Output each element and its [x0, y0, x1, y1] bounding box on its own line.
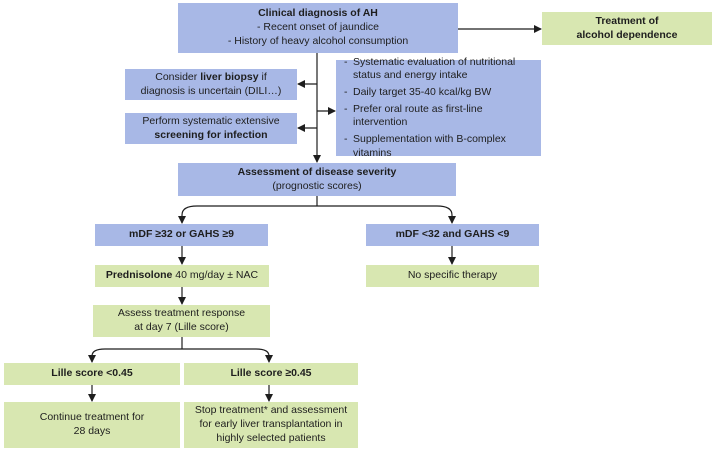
nutrition-item: Systematic evaluation of nutritional sta… [344, 56, 533, 83]
prednisolone-dose-text: 40 mg/day ± NAC [172, 269, 259, 282]
lille-branch-left [88, 348, 182, 363]
stop-treatment-line-3: highly selected patients [216, 431, 326, 444]
alcohol-treatment-line-1: Treatment of [595, 14, 659, 27]
diagnosis-criterion: - Recent onset of jaundice [257, 21, 379, 34]
lille-low-label: Lille score <0.45 [51, 367, 133, 380]
stop-treatment-line-1: Stop treatment* and assessment [194, 404, 348, 417]
clinical-diagnosis-title: Clinical diagnosis of AH [258, 7, 378, 20]
continue-treatment-box: Continue treatment for 28 days [4, 402, 180, 448]
severity-branch-left [178, 205, 317, 224]
assess-response-box: Assess treatment response at day 7 (Lill… [93, 305, 270, 337]
no-therapy-label: No specific therapy [407, 269, 498, 282]
disease-severity-title: Assessment of disease severity [237, 165, 397, 178]
stop-treatment-line-2: for early liver transplantation in [199, 418, 343, 431]
biopsy-bold-text: liver biopsy [200, 70, 259, 83]
lille-branch-right [182, 348, 273, 363]
prednisolone-box: Prednisolone 40 mg/day ± NAC [95, 265, 269, 287]
nutrition-item: Supplementation with B-complex vitamins [344, 133, 533, 160]
assess-response-line-2: at day 7 (Lille score) [134, 321, 229, 333]
liver-biopsy-box: Consider liver biopsy if diagnosis is un… [125, 69, 297, 100]
nutrition-item: Prefer oral route as first-line interven… [344, 103, 533, 130]
disease-severity-box: Assessment of disease severity (prognost… [178, 163, 456, 196]
disease-severity-subtitle: (prognostic scores) [272, 179, 362, 192]
infection-screening-line-1: Perform systematic extensive [142, 114, 280, 127]
lille-high-label: Lille score ≥0.45 [230, 367, 312, 380]
nutrition-list: Systematic evaluation of nutritional sta… [344, 56, 533, 160]
prednisolone-bold-text: Prednisolone [105, 269, 173, 282]
severe-criteria-box: mDF ≥32 or GAHS ≥9 [95, 224, 268, 246]
lille-low-box: Lille score <0.45 [4, 363, 180, 385]
continue-treatment-line-1: Continue treatment for [39, 411, 145, 424]
biopsy-pre-text: Consider [155, 70, 201, 83]
nutrition-item: Daily target 35-40 kcal/kg BW [344, 86, 533, 100]
nutrition-box: Systematic evaluation of nutritional sta… [336, 56, 541, 159]
severe-criteria-label: mDF ≥32 or GAHS ≥9 [129, 228, 234, 241]
continue-treatment-line-2: 28 days [73, 425, 111, 437]
severity-branch-right [317, 205, 456, 224]
alcohol-treatment-line-2: alcohol dependence [576, 28, 678, 41]
nonsevere-criteria-label: mDF <32 and GAHS <9 [395, 228, 510, 241]
alcohol-treatment-box: Treatment of alcohol dependence [542, 12, 712, 45]
no-therapy-box: No specific therapy [366, 265, 539, 287]
prednisolone-text: Prednisolone 40 mg/day ± NAC [106, 269, 258, 283]
clinical-diagnosis-box: Clinical diagnosis of AH - Recent onset … [178, 3, 458, 53]
lille-high-box: Lille score ≥0.45 [184, 363, 358, 385]
assess-response-line-1: Assess treatment response [117, 307, 246, 320]
nonsevere-criteria-box: mDF <32 and GAHS <9 [366, 224, 539, 246]
stop-treatment-box: Stop treatment* and assessment for early… [184, 402, 358, 448]
infection-screening-box: Perform systematic extensive screening f… [125, 113, 297, 144]
diagnosis-criterion: - History of heavy alcohol consumption [227, 34, 409, 47]
infection-screening-line-2: screening for infection [154, 128, 268, 141]
liver-biopsy-line-1: Consider liver biopsy if [155, 71, 266, 85]
biopsy-post-text: if [258, 70, 267, 83]
liver-biopsy-line-2: diagnosis is uncertain (DILI…) [140, 84, 282, 97]
